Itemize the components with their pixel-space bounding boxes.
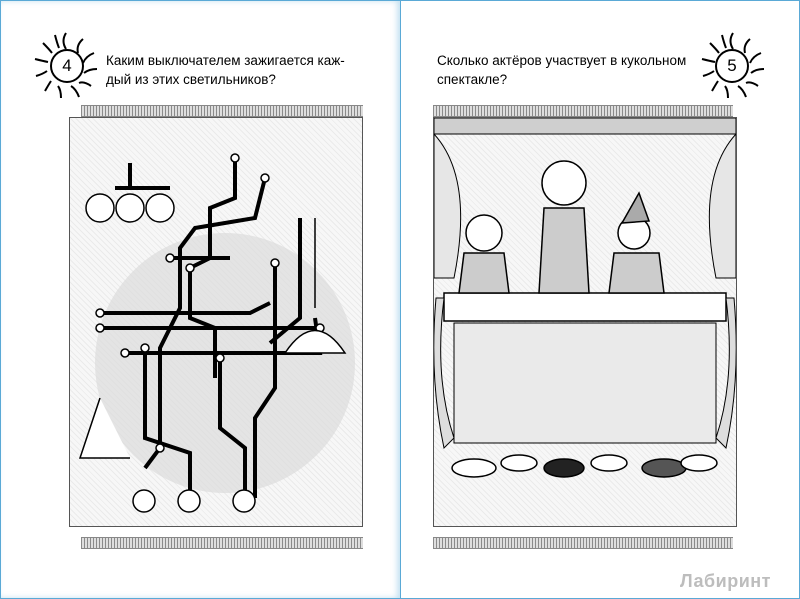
page-right: 5 Сколько актёров участвует в кукольном … — [401, 1, 799, 598]
top-border-stripe — [81, 105, 363, 117]
maze-illustration — [69, 117, 363, 527]
question-line: дый из этих светильников? — [106, 72, 276, 87]
question-line: спектакле? — [437, 72, 508, 87]
bottom-border-stripe — [433, 537, 733, 549]
page-number-badge: 5 — [715, 49, 749, 83]
sunburst-ornament-icon — [701, 32, 765, 99]
puppet-theatre-illustration — [433, 117, 737, 527]
question-text: Сколько актёров участвует в кукольном сп… — [437, 51, 707, 89]
switch-maze-drawing — [78, 153, 355, 513]
question-line: Каким выключателем зажигается каж- — [106, 53, 345, 68]
question-text: Каким выключателем зажигается каж- дый и… — [106, 51, 376, 89]
bottom-border-stripe — [81, 537, 363, 549]
watermark-logo: Лабиринт — [679, 571, 771, 591]
sunburst-ornament-icon — [34, 32, 98, 99]
page-left: 4 Каким выключателем зажигается каж- дый… — [1, 1, 401, 598]
top-border-stripe — [433, 105, 733, 117]
question-line: Сколько актёров участвует в кукольном — [437, 53, 687, 68]
page-number-badge: 4 — [50, 49, 84, 83]
puppet-show-drawing — [434, 118, 736, 478]
